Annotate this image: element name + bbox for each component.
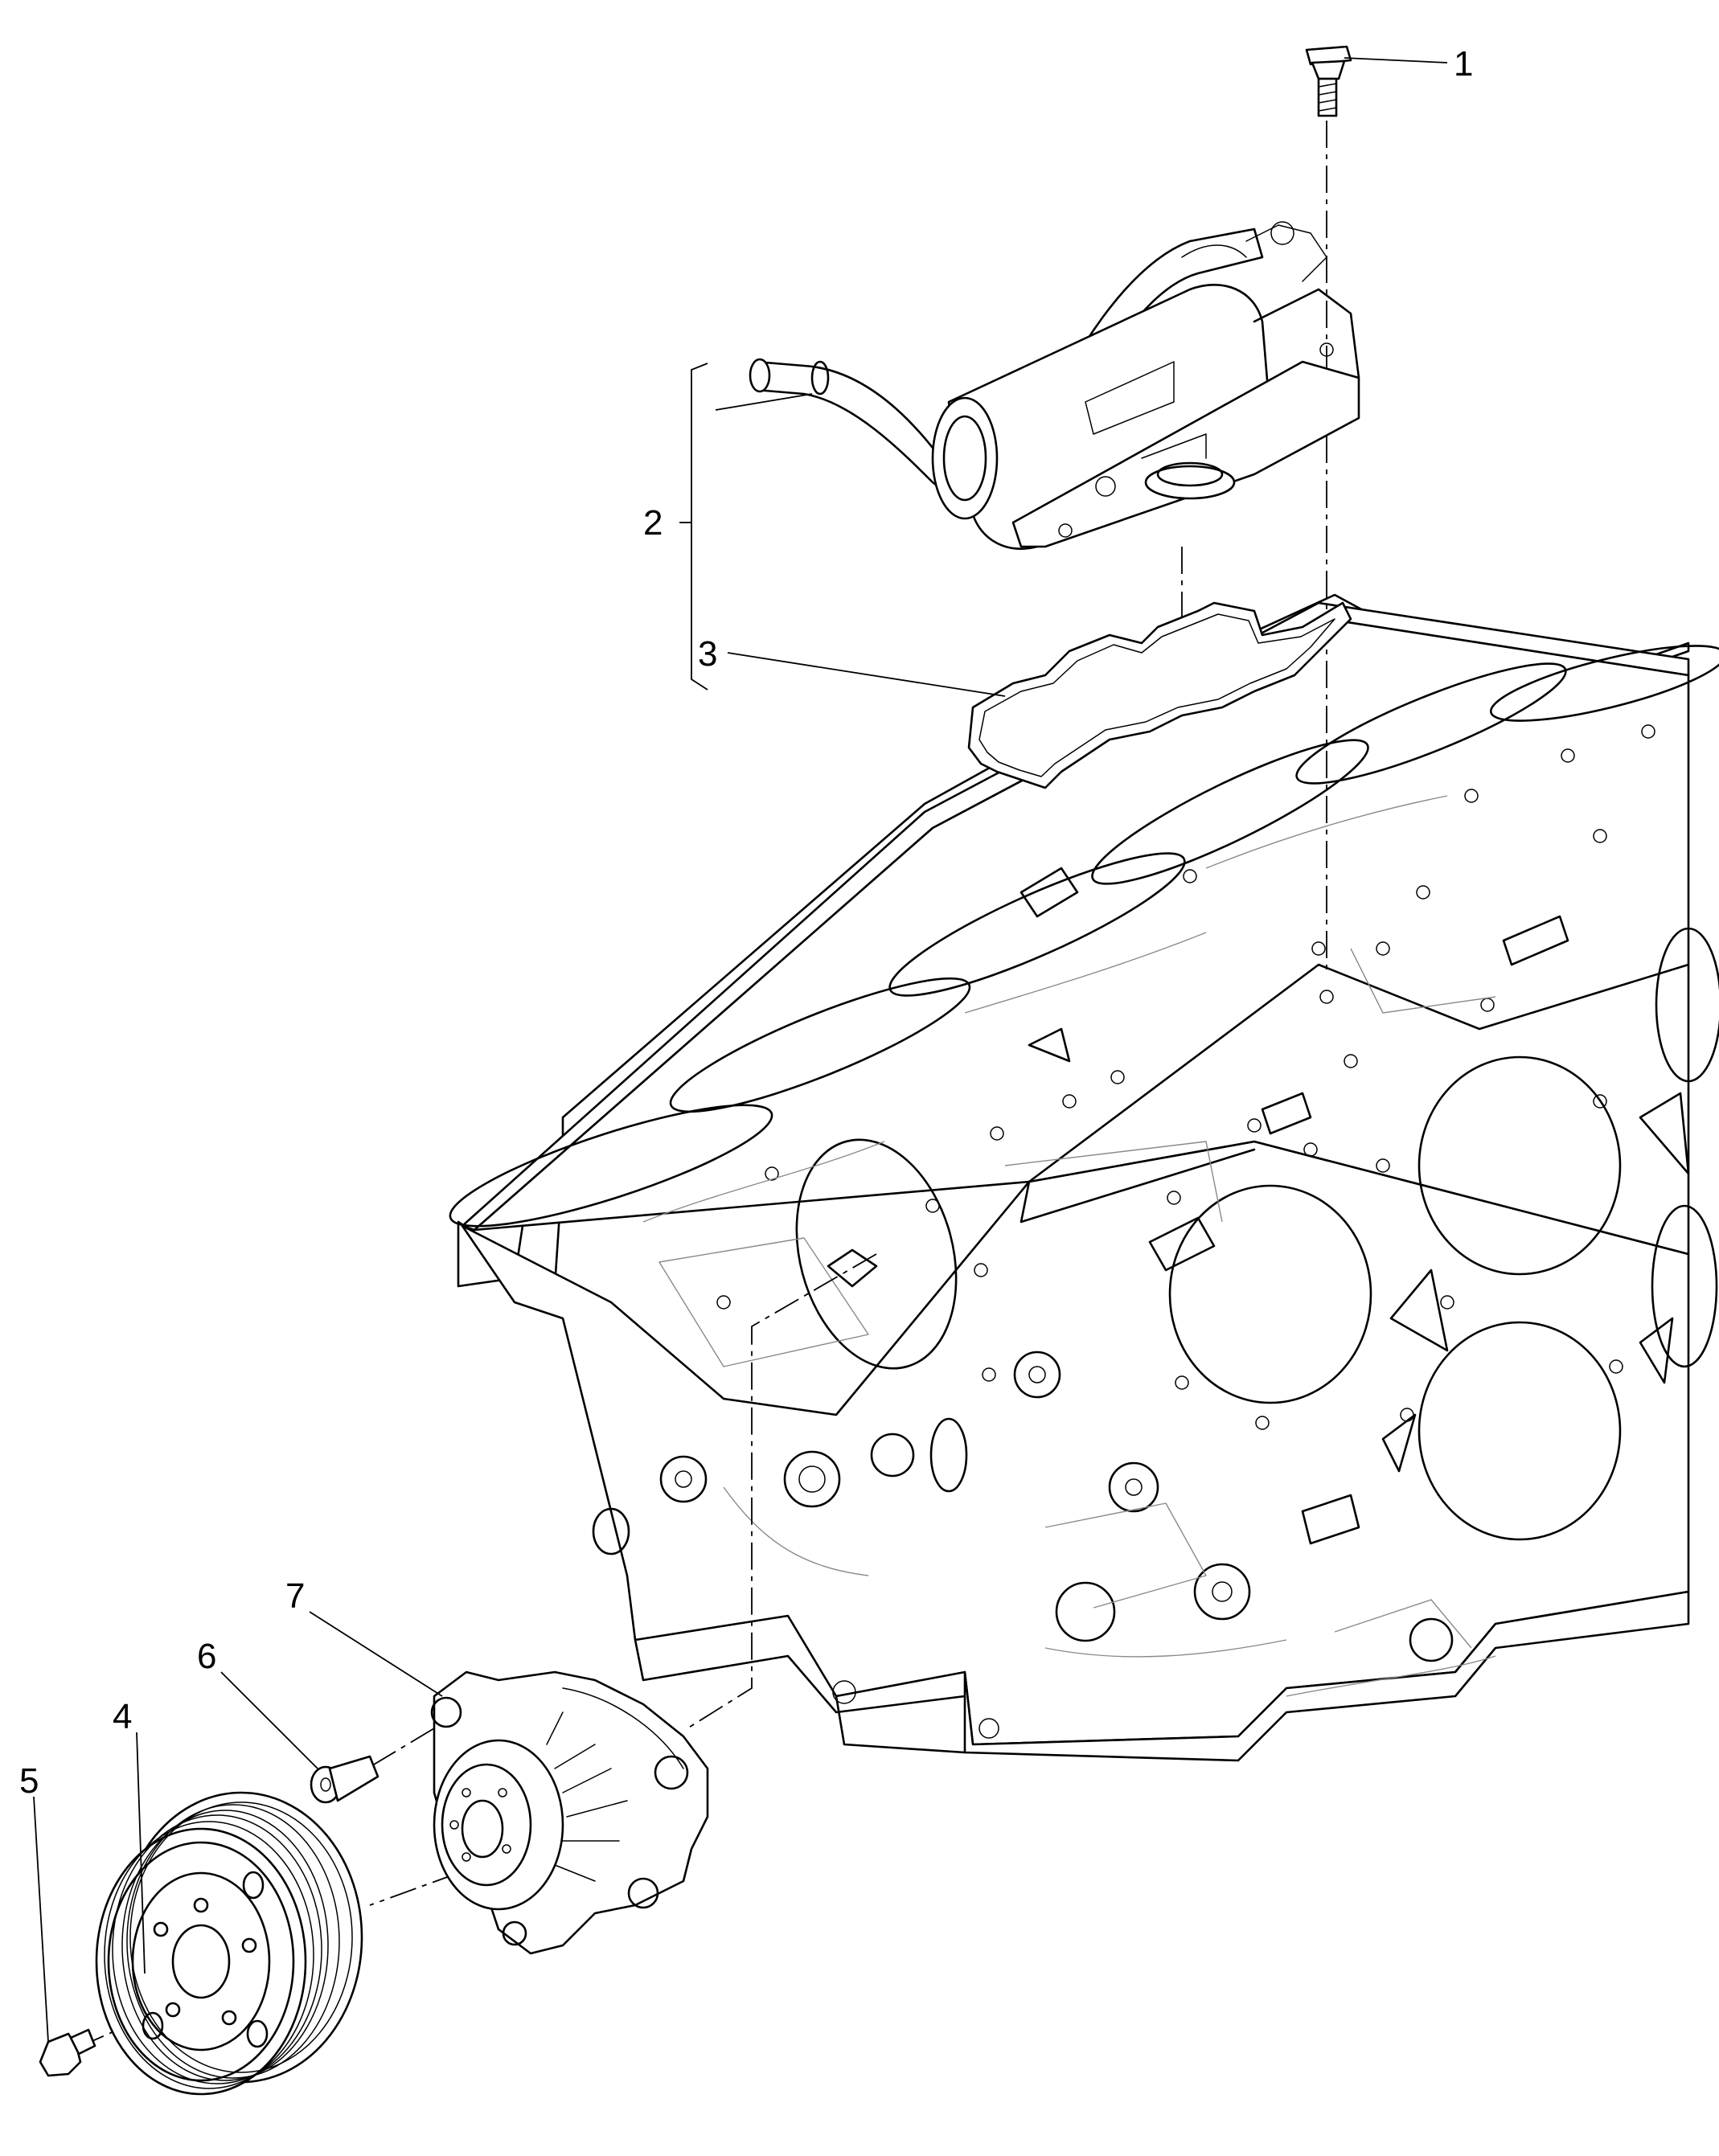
egr-cooler-assembly xyxy=(749,221,1360,550)
bolt-part-1 xyxy=(1305,45,1352,117)
callout-1: 1 xyxy=(1454,44,1473,84)
leader-lines xyxy=(33,57,1448,2043)
pulley-part-4 xyxy=(95,1791,363,2096)
bolt-part-5 xyxy=(39,2028,96,2077)
callout-numbers: 1 2 3 4 5 6 7 xyxy=(19,44,1473,1801)
callout-7: 7 xyxy=(285,1576,305,1616)
callout-6: 6 xyxy=(197,1637,216,1676)
callout-5: 5 xyxy=(19,1761,39,1801)
callout-3: 3 xyxy=(698,634,717,674)
engine-block xyxy=(449,593,1719,1762)
bolt-part-6 xyxy=(310,1755,379,1804)
water-pump-part-7 xyxy=(430,1670,709,1955)
callout-4: 4 xyxy=(113,1697,132,1736)
callout-2: 2 xyxy=(643,503,663,543)
gasket-part-3 xyxy=(967,601,1352,789)
